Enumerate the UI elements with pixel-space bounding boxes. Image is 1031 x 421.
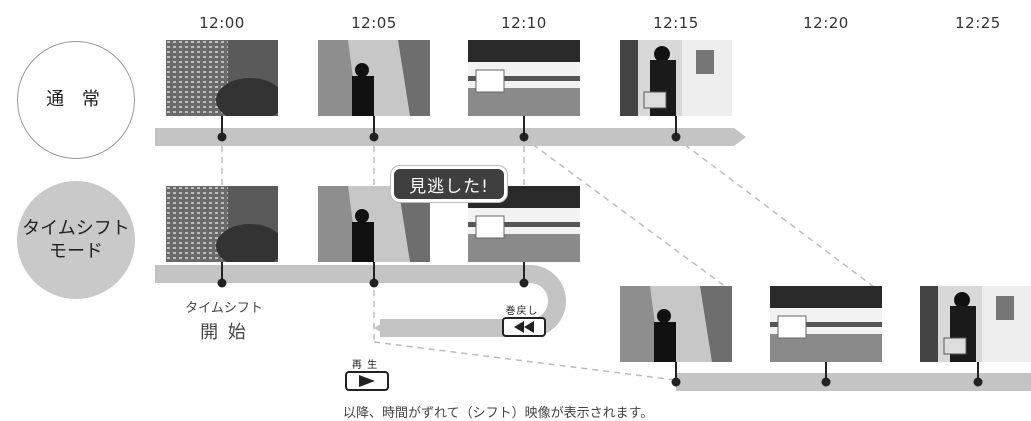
caption-text: 以降、時間がずれて（シフト）映像が表示されます。 <box>343 406 654 421</box>
scene-walker-icon <box>318 186 430 262</box>
scene-boarding-icon <box>620 40 732 116</box>
rewind-label: 巻戻し <box>505 306 539 317</box>
dot-shift-1 <box>671 377 681 387</box>
mode-timeshift-label-line2: モード <box>48 241 103 262</box>
dot-normal-1210 <box>519 132 529 142</box>
scene-walker-icon <box>318 40 430 116</box>
rewind-arrowhead <box>374 319 388 337</box>
play-icon <box>359 375 375 387</box>
scene-boarding-icon <box>920 286 1031 362</box>
dot-shift-2 <box>821 377 831 387</box>
scene-train-icon <box>770 286 882 362</box>
scene-walker-icon <box>620 286 732 362</box>
dot-ts-1205 <box>369 278 379 288</box>
time-label-1225: 12:25 <box>955 14 1001 32</box>
time-label-1205: 12:05 <box>351 14 397 32</box>
time-label-1210: 12:10 <box>501 14 547 32</box>
shifted-timeline-track <box>676 373 1031 391</box>
timeshift-start-line2: 開 始 <box>200 322 248 343</box>
scene-train-icon <box>468 40 580 116</box>
dot-normal-1215 <box>671 132 681 142</box>
dot-shift-3 <box>973 377 983 387</box>
normal-timeline-track <box>155 128 746 146</box>
play-button[interactable] <box>345 371 389 391</box>
time-label-1200: 12:00 <box>199 14 245 32</box>
frame-normal-1200 <box>166 40 278 116</box>
mode-timeshift-circle: タイムシフト モード <box>17 181 135 299</box>
timeshift-start-label: タイムシフト 開 始 <box>176 297 272 344</box>
dot-ts-1210 <box>519 278 529 288</box>
time-label-1215: 12:15 <box>653 14 699 32</box>
dot-normal-1205 <box>369 132 379 142</box>
scene-buildings-icon <box>166 40 278 116</box>
dot-normal-1200 <box>217 132 227 142</box>
frame-shift-2 <box>770 286 882 362</box>
missed-callout-text: 見逃した! <box>409 176 489 197</box>
play-shift-connector <box>373 341 677 381</box>
frame-shift-3 <box>920 286 1031 362</box>
time-label-1220: 12:20 <box>803 14 849 32</box>
frame-normal-1205 <box>318 40 430 116</box>
rewind-button[interactable] <box>502 317 546 337</box>
mode-normal-circle: 通 常 <box>17 41 135 159</box>
missed-callout: 見逃した! <box>391 166 507 202</box>
frame-shift-1 <box>620 286 732 362</box>
frame-normal-1215 <box>620 40 732 116</box>
shift-connector-1215 <box>675 137 879 291</box>
frame-normal-1210 <box>468 40 580 116</box>
rewind-icon <box>514 321 534 333</box>
frame-ts-1200 <box>166 186 278 262</box>
mode-timeshift-label-line1: タイムシフト <box>22 217 130 239</box>
timeshift-start-line1: タイムシフト <box>185 301 263 316</box>
frame-ts-1205 <box>318 186 430 262</box>
shift-connector-1210 <box>523 137 731 291</box>
dot-ts-1200 <box>217 278 227 288</box>
play-label: 再 生 <box>351 360 379 371</box>
mode-normal-label: 通 常 <box>46 89 106 111</box>
scene-buildings-icon <box>166 186 278 262</box>
